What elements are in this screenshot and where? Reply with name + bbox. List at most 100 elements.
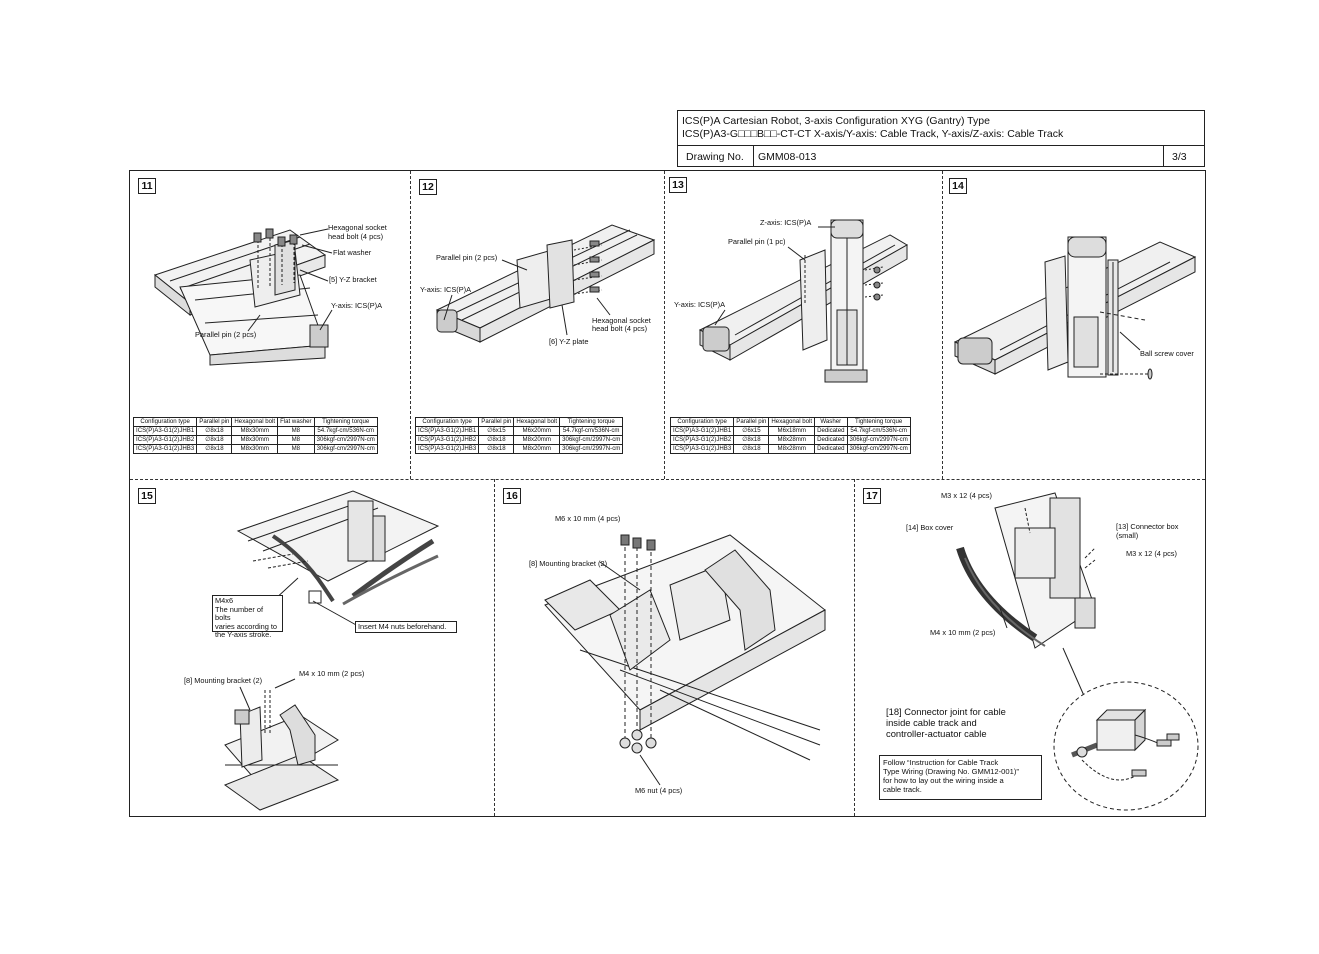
label-17-connector-box-2: (small) xyxy=(1116,531,1139,540)
step-number-17: 17 xyxy=(863,488,881,504)
column-header: Parallel pin xyxy=(196,417,233,427)
table-cell: M6x18mm xyxy=(768,426,816,436)
table-cell: 306kgf-cm/2997N-cm xyxy=(313,435,378,445)
note-15-bolts-line: varies according to xyxy=(215,621,278,631)
table-cell: ∅8x18 xyxy=(196,426,233,436)
label-17-m3-right: M3 x 12 (4 pcs) xyxy=(1126,549,1177,558)
label-12-socket-bolt-2: head bolt (4 pcs) xyxy=(592,324,648,333)
table-cell: ICS(P)A3-G1(2)JHB1 xyxy=(132,426,198,436)
table-cell: ∅8x18 xyxy=(733,435,770,445)
table-cell: M8 xyxy=(277,426,315,436)
step-number-16: 16 xyxy=(503,488,521,504)
label-17-m3-top: M3 x 12 (4 pcs) xyxy=(941,491,992,500)
illustration-15-top xyxy=(233,486,443,616)
table-cell: 54.7kgf-cm/536N-cm xyxy=(559,426,624,436)
table-cell: Dedicated xyxy=(814,426,848,436)
label-16-m6-bolt: M6 x 10 mm (4 pcs) xyxy=(555,514,621,523)
illustration-13 xyxy=(695,215,910,387)
table-cell: Dedicated xyxy=(814,444,848,454)
table-row: ICS(P)A3-G1(2)JHB2 ∅8x18 M8x20mm 306kgf-… xyxy=(414,435,624,445)
column-header: Hexagonal bolt xyxy=(513,417,561,427)
table-row: ICS(P)A3-G1(2)JHB1 ∅6x15 M6x18mm Dedicat… xyxy=(669,426,911,436)
label-15-mounting-bracket: [8] Mounting bracket (2) xyxy=(184,676,263,685)
title-line-1: ICS(P)A Cartesian Robot, 3-axis Configur… xyxy=(682,115,990,127)
table-cell: 306kgf-cm/2997N-cm xyxy=(846,444,911,454)
table-cell: 54.7kgf-cm/536N-cm xyxy=(846,426,911,436)
table-cell: M8 xyxy=(277,444,315,454)
drawing-frame xyxy=(129,170,1206,817)
step-number-11: 11 xyxy=(138,178,156,194)
divider-11-12 xyxy=(410,171,411,479)
illustration-16 xyxy=(540,530,830,790)
table-cell: ∅6x15 xyxy=(478,426,515,436)
label-16-m6-nut: M6 nut (4 pcs) xyxy=(635,786,683,795)
step-number-13: 13 xyxy=(669,177,687,193)
label-11-socket-bolt-1: Hexagonal socket xyxy=(328,223,387,232)
illustration-15-bottom xyxy=(220,685,340,813)
divider-12-13 xyxy=(664,171,665,479)
title-block: ICS(P)A Cartesian Robot, 3-axis Configur… xyxy=(677,110,1205,167)
label-17-box-cover: [14] Box cover xyxy=(906,523,954,532)
note-17-wiring-line: Follow “Instruction for Cable Track xyxy=(883,758,999,767)
label-11-yz-bracket: [5] Y-Z bracket xyxy=(329,275,377,284)
table-cell: M8x30mm xyxy=(231,444,279,454)
label-15-m4-bolt: M4 x 10 mm (2 pcs) xyxy=(299,669,365,678)
table-row: ICS(P)A3-G1(2)JHB2 ∅8x18 M8x28mm Dedicat… xyxy=(669,435,911,445)
table-row: ICS(P)A3-G1(2)JHB1 ∅6x15 M6x20mm 54.7kgf… xyxy=(414,426,624,436)
label-11-socket-bolt-2: head bolt (4 pcs) xyxy=(328,232,384,241)
table-cell: M8x28mm xyxy=(768,444,816,454)
divider-15-16 xyxy=(494,479,495,816)
column-header: Configuration type xyxy=(414,417,480,427)
table-cell: M8x20mm xyxy=(513,435,561,445)
step-number-15: 15 xyxy=(138,488,156,504)
label-17-connector-joint-3: controller-actuator cable xyxy=(886,728,987,739)
note-17-wiring-line: cable track. xyxy=(883,785,922,794)
table-cell: M8x20mm xyxy=(513,444,561,454)
drawing-number-row: Drawing No. GMM08-013 3/3 xyxy=(678,145,1204,166)
column-header: Flat washer xyxy=(277,417,315,427)
label-11-flat-washer: Flat washer xyxy=(333,248,372,257)
illustration-12 xyxy=(432,210,657,355)
note-17-wiring-line: for how to lay out the wiring inside a xyxy=(883,776,1004,785)
illustration-17-detail xyxy=(1052,680,1200,812)
table-cell: ICS(P)A3-G1(2)JHB2 xyxy=(414,435,480,445)
step-number-12: 12 xyxy=(419,179,437,195)
table-cell: ∅8x18 xyxy=(478,435,515,445)
note-15-nuts: Insert M4 nuts beforehand. xyxy=(355,621,457,633)
divider-13-14 xyxy=(942,171,943,479)
table-cell: 306kgf-cm/2997N-cm xyxy=(559,435,624,445)
column-header: Parallel pin xyxy=(478,417,515,427)
label-13-y-axis: Y-axis: ICS(P)A xyxy=(674,300,726,309)
table-cell: ICS(P)A3-G1(2)JHB3 xyxy=(414,444,480,454)
title-line-2: ICS(P)A3-G□□□B□□-CT-CT X-axis/Y-axis: Ca… xyxy=(682,128,1064,140)
table-cell: ICS(P)A3-G1(2)JHB1 xyxy=(414,426,480,436)
table-cell: 306kgf-cm/2997N-cm xyxy=(313,444,378,454)
label-11-y-axis: Y-axis: ICS(P)A xyxy=(331,301,383,310)
table-cell: ∅8x18 xyxy=(478,444,515,454)
column-header: Hexagonal bolt xyxy=(768,417,816,427)
spec-table-12: Configuration type Parallel pin Hexagona… xyxy=(414,417,624,454)
divider-row xyxy=(130,479,1205,480)
table-row: ICS(P)A3-G1(2)JHB3 ∅8x18 M8x28mm Dedicat… xyxy=(669,444,911,454)
note-17-wiring: Follow “Instruction for Cable Track Type… xyxy=(879,755,1042,800)
column-header: Tightening torque xyxy=(313,417,378,427)
label-17-m4-bolt: M4 x 10 mm (2 pcs) xyxy=(930,628,996,637)
note-15-bolts-line: The number of bolts xyxy=(215,604,264,623)
table-header-row: Configuration type Parallel pin Hexagona… xyxy=(669,417,911,427)
column-header: Configuration type xyxy=(132,417,198,427)
page-number: 3/3 xyxy=(1172,151,1187,163)
column-header: Tightening torque xyxy=(846,417,911,427)
note-15-bolts-line: M4x6 xyxy=(215,596,234,605)
table-cell: ∅6x15 xyxy=(733,426,770,436)
table-cell: M8x30mm xyxy=(231,435,279,445)
drawing-no-label: Drawing No. xyxy=(678,146,754,166)
table-cell: ∅8x18 xyxy=(196,444,233,454)
table-cell: Dedicated xyxy=(814,435,848,445)
table-cell: ICS(P)A3-G1(2)JHB3 xyxy=(669,444,735,454)
table-cell: 306kgf-cm/2997N-cm xyxy=(559,444,624,454)
table-cell: ∅8x18 xyxy=(196,435,233,445)
spec-table-13: Configuration type Parallel pin Hexagona… xyxy=(669,417,911,454)
column-header: Hexagonal bolt xyxy=(231,417,279,427)
illustration-11 xyxy=(150,215,405,365)
label-12-y-axis: Y-axis: ICS(P)A xyxy=(420,285,472,294)
